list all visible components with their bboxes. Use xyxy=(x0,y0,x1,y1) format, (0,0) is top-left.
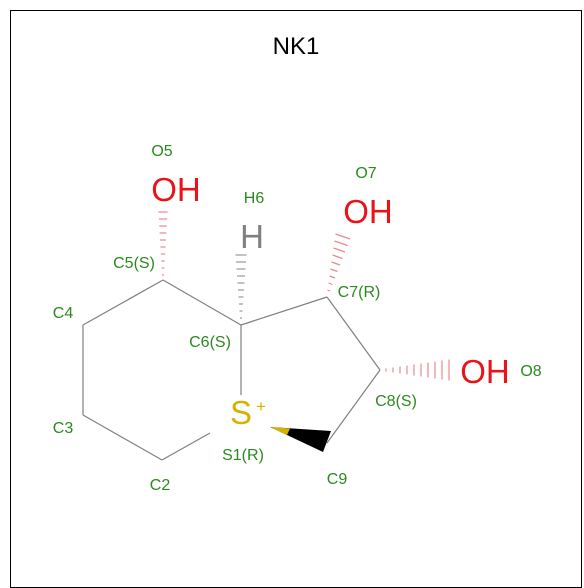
bond-c6-c5 xyxy=(162,279,242,326)
bond-c3-c2 xyxy=(82,414,163,461)
bond-c6-c7 xyxy=(240,296,328,326)
atom-label-c7: C7(R) xyxy=(338,284,381,301)
atom-label-c8: C8(S) xyxy=(375,393,417,410)
hash-c5-o5 xyxy=(158,211,168,276)
bond-c8-c9 xyxy=(326,369,381,444)
atom-o8-symbol: OH xyxy=(460,353,510,390)
atom-s1-charge: + xyxy=(256,397,266,416)
atom-label-c2: C2 xyxy=(150,477,171,494)
atom-o7-symbol: OH xyxy=(343,193,393,230)
atom-label-c4: C4 xyxy=(53,305,74,322)
atom-h6-symbol: H xyxy=(240,218,264,255)
atom-label-s1: S1(R) xyxy=(222,447,264,464)
atom-label-o8: O8 xyxy=(520,363,541,380)
diagram-title: NK1 xyxy=(272,33,320,60)
atom-label-c6: C6(S) xyxy=(189,334,231,351)
atom-o5-symbol: OH xyxy=(151,171,201,208)
wedge-s1-c9-tip xyxy=(270,427,290,435)
bond-lines xyxy=(82,279,381,461)
atom-label-c5: C5(S) xyxy=(113,255,155,272)
bond-c2-s1 xyxy=(161,432,211,461)
atom-label-h6: H6 xyxy=(244,190,265,207)
atom-label-o7: O7 xyxy=(355,165,376,182)
diagram-frame: NK1 xyxy=(10,10,582,588)
atom-label-o5: O5 xyxy=(151,143,172,160)
bond-c5-c4 xyxy=(82,279,164,326)
hash-c6-h6 xyxy=(235,254,247,319)
atom-label-c3: C3 xyxy=(53,420,74,437)
bond-c7-c8 xyxy=(326,296,381,371)
atom-s1-symbol: S xyxy=(230,394,252,431)
hash-c8-o8 xyxy=(385,359,450,381)
hash-c7-o7 xyxy=(327,233,351,292)
atom-label-c9: C9 xyxy=(327,471,348,488)
